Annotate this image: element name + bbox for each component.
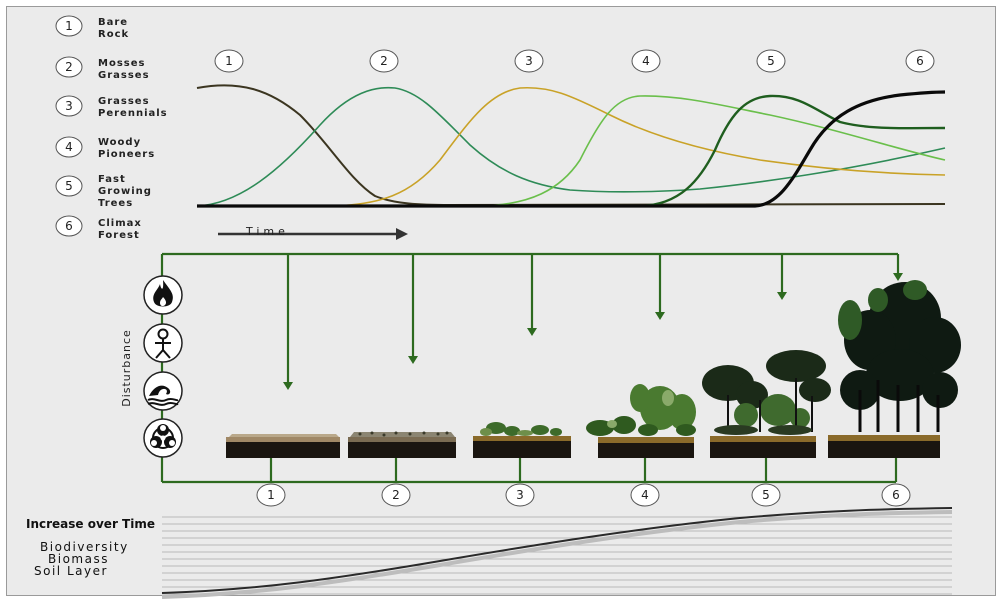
stage-number-text: 6 (892, 488, 900, 502)
increase-item-biomass: Biomass (48, 552, 109, 566)
curve-fast-growing-trees (639, 94, 946, 208)
legend-label-line1: Mosses (98, 58, 145, 69)
legend-item-1: 1 Bare Rock (55, 15, 129, 40)
top-stage-number-3: 3 (514, 49, 544, 73)
succession-curves (196, 84, 946, 208)
bottom-stage-number-4: 4 (630, 483, 660, 507)
curve-grasses-perennials (329, 86, 946, 207)
legend-number: 2 (65, 60, 73, 74)
connector-arrowheads (283, 273, 903, 390)
legend-label-line1: Grasses (98, 96, 150, 107)
legend-item-3: 3 Grasses Perennials (55, 95, 168, 119)
human-icon (143, 323, 183, 363)
top-stage-number-4: 4 (631, 49, 661, 73)
top-stage-number-5: 5 (756, 49, 786, 73)
stage-number-text: 3 (525, 54, 533, 68)
legend-item-6: 6 Climax Forest (55, 215, 142, 241)
time-label: Time (245, 225, 289, 238)
stage-number-text: 6 (916, 54, 924, 68)
legend-label-line2: Perennials (98, 108, 168, 119)
stage-number-text: 4 (642, 54, 650, 68)
legend-label-line1: Fast (98, 174, 126, 185)
increase-curve-shadow (161, 510, 953, 599)
stage-number-text: 1 (225, 54, 233, 68)
stage-number-text: 4 (641, 488, 649, 502)
legend-number: 3 (65, 99, 73, 113)
stage-number-text: 2 (392, 488, 400, 502)
legend-label-line3: Trees (98, 198, 133, 209)
curve-woody-pioneers (479, 95, 946, 207)
bottom-stage-number-3: 3 (505, 483, 535, 507)
legend-item-2: 2 Mosses Grasses (55, 56, 150, 81)
bottom-stage-numbers: 1 2 3 4 5 6 (256, 483, 911, 507)
legend-item-4: 4 Woody Pioneers (55, 136, 155, 160)
stage-number-text: 3 (516, 488, 524, 502)
stage-number-text: 5 (767, 54, 775, 68)
legend-label-line1: Woody (98, 137, 141, 148)
legend-item-5: 5 Fast Growing Trees (55, 174, 152, 209)
legend-label-line2: Pioneers (98, 149, 155, 160)
bottom-stage-number-5: 5 (751, 483, 781, 507)
disturbance-panel: Disturbance (120, 275, 183, 458)
legend-number: 4 (65, 140, 73, 154)
stage-number-text: 2 (380, 54, 388, 68)
top-stage-number-2: 2 (369, 49, 399, 73)
legend-label-line1: Climax (98, 218, 142, 229)
legend-number: 6 (65, 219, 73, 233)
bottom-stage-number-6: 6 (881, 483, 911, 507)
top-stage-numbers: 1 2 3 4 5 6 (214, 49, 935, 73)
legend-number: 5 (65, 179, 73, 193)
top-stage-number-1: 1 (214, 49, 244, 73)
legend-label-line2: Growing (98, 186, 152, 197)
increase-hlines (162, 516, 952, 595)
fire-icon (143, 275, 183, 315)
legend-label-line2: Grasses (98, 70, 150, 81)
legend-label-line1: Bare (98, 17, 128, 28)
curve-bare-rock (196, 84, 946, 207)
time-arrow: Time (218, 225, 408, 240)
increase-curve (161, 507, 953, 594)
stage-number-text: 5 (762, 488, 770, 502)
legend-label-line2: Rock (98, 29, 129, 40)
legend-number: 1 (65, 19, 73, 33)
stage-block-6-climax-forest (828, 280, 961, 458)
stage-block-5-fast-growing-trees (702, 350, 831, 458)
wave-icon (143, 371, 183, 411)
legend: 1 Bare Rock 2 Mosses Grasses 3 Grasses P… (55, 15, 168, 241)
stage-block-4-woody-pioneers (586, 384, 696, 458)
curve-climax-forest (197, 90, 946, 208)
stage-block-1-bare-rock (226, 434, 340, 458)
legend-label-line2: Forest (98, 230, 140, 241)
bottom-stage-number-2: 2 (381, 483, 411, 507)
bottom-stage-number-1: 1 (256, 483, 286, 507)
curve-mosses-grasses (196, 86, 946, 207)
stage-block-2-mosses-grasses (348, 431, 456, 458)
increase-panel: Increase over Time Biodiversity Biomass … (26, 507, 953, 599)
connector-frame (160, 252, 900, 484)
increase-title: Increase over Time (26, 517, 155, 531)
increase-item-soil-layer: Soil Layer (34, 564, 108, 578)
disturbance-label: Disturbance (120, 329, 133, 407)
stage-number-text: 1 (267, 488, 275, 502)
top-stage-number-6: 6 (905, 49, 935, 73)
biohazard-icon (143, 418, 183, 458)
increase-item-biodiversity: Biodiversity (40, 540, 129, 554)
stage-block-3-grasses-perennials (473, 422, 571, 458)
